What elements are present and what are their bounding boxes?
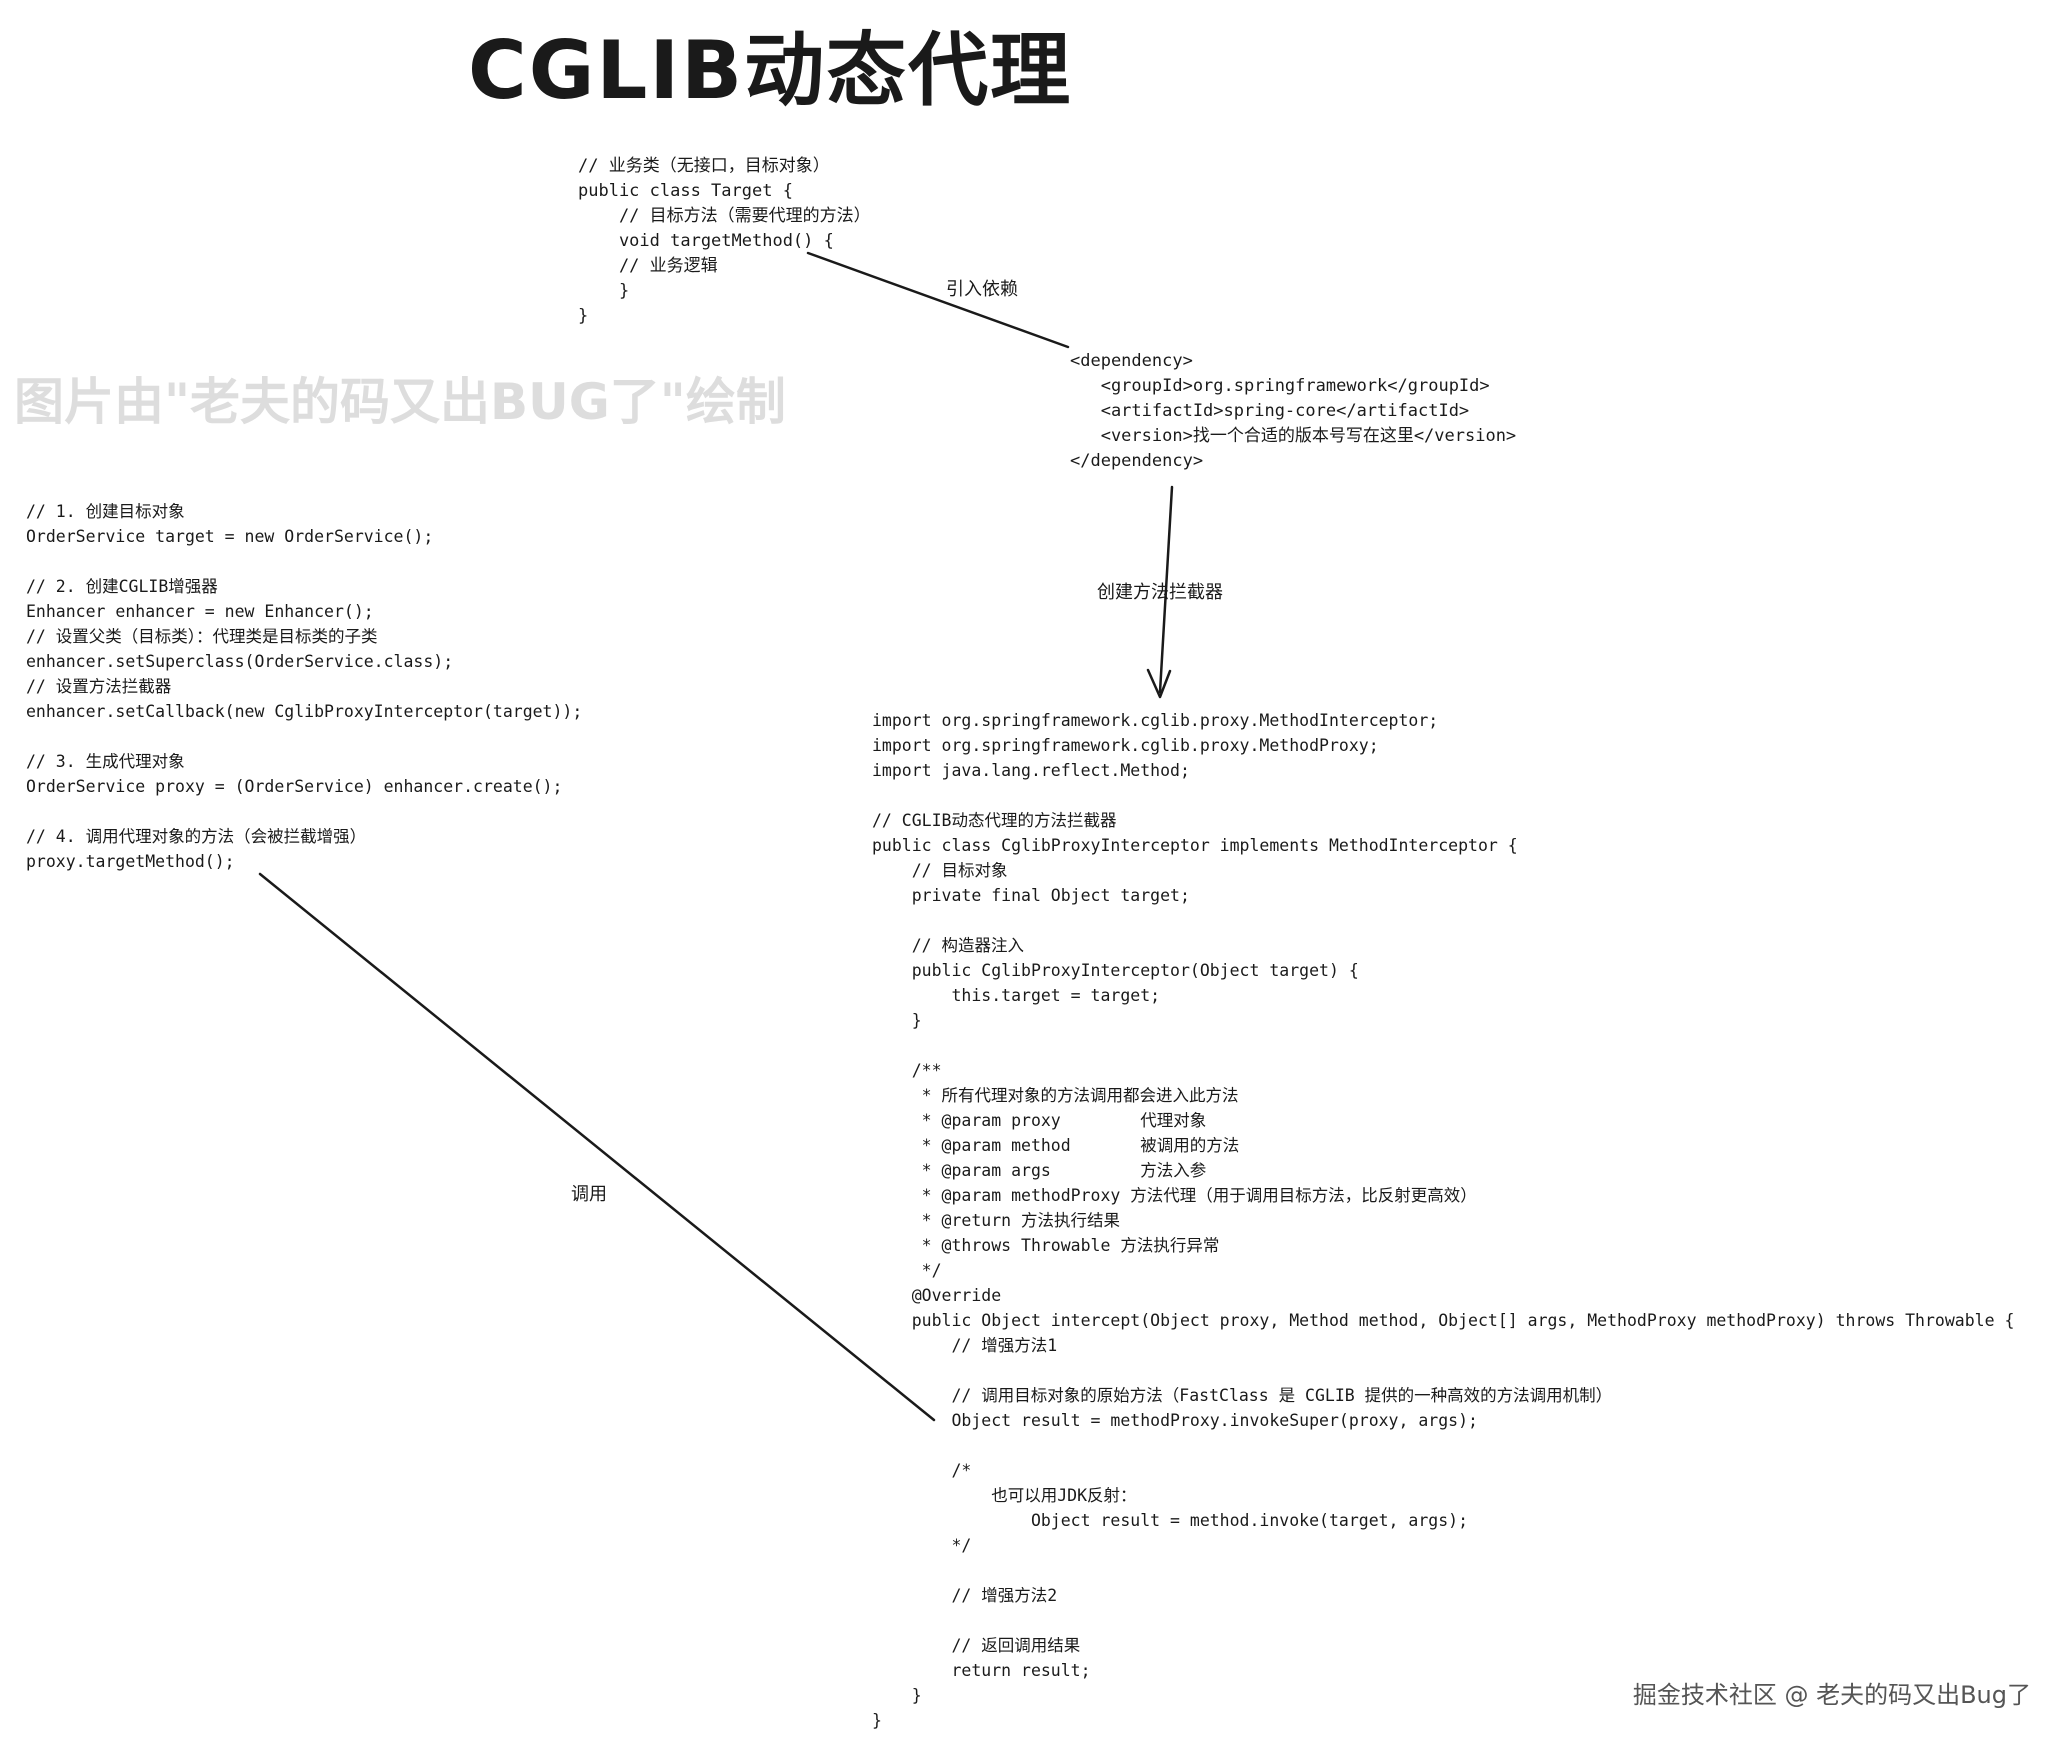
diagram-title: CGLIB动态代理	[468, 24, 1073, 117]
code-line: */	[872, 1261, 942, 1280]
code-line: <dependency>	[1070, 351, 1193, 371]
code-line: * 所有代理对象的方法调用都会进入此方法	[872, 1086, 1239, 1105]
code-line: OrderService proxy = (OrderService) enha…	[26, 777, 563, 796]
code-line: void targetMethod() {	[578, 231, 834, 251]
code-line: public CglibProxyInterceptor(Object targ…	[872, 961, 1359, 980]
code-line: proxy.targetMethod();	[26, 852, 235, 871]
code-line: // 增强方法2	[872, 1586, 1058, 1605]
code-line: <artifactId>spring-core</artifactId>	[1070, 401, 1470, 421]
invoke-connector	[258, 872, 936, 1422]
code-line: }	[872, 1011, 922, 1030]
code-line: return result;	[872, 1661, 1091, 1680]
code-line: Object result = methodProxy.invokeSuper(…	[872, 1411, 1478, 1430]
code-line: * @return 方法执行结果	[872, 1211, 1121, 1230]
code-line: enhancer.setSuperclass(OrderService.clas…	[26, 652, 454, 671]
code-line: <groupId>org.springframework</groupId>	[1070, 376, 1490, 396]
arrowhead-icon	[1146, 668, 1172, 699]
code-line: // 4. 调用代理对象的方法（会被拦截增强）	[26, 827, 367, 846]
code-line: OrderService target = new OrderService()…	[26, 527, 434, 546]
code-line: }	[872, 1711, 882, 1730]
code-line: import org.springframework.cglib.proxy.M…	[872, 736, 1379, 755]
code-line: // 设置方法拦截器	[26, 677, 172, 696]
code-line: public Object intercept(Object proxy, Me…	[872, 1311, 2015, 1330]
code-line: // CGLIB动态代理的方法拦截器	[872, 811, 1117, 830]
code-line: }	[578, 281, 630, 301]
code-line: </dependency>	[1070, 451, 1204, 471]
code-line: Enhancer enhancer = new Enhancer();	[26, 602, 374, 621]
code-line: // 业务逻辑	[578, 256, 718, 276]
target-class-code-block: // 业务类（无接口，目标对象） public class Target { //…	[578, 154, 871, 329]
code-line: private final Object target;	[872, 886, 1190, 905]
code-line: * @param proxy 代理对象	[872, 1111, 1207, 1130]
code-line: */	[872, 1536, 972, 1555]
code-line: import org.springframework.cglib.proxy.M…	[872, 711, 1439, 730]
invoke-label: 调用	[571, 1184, 607, 1205]
code-line: // 增强方法1	[872, 1336, 1058, 1355]
code-line: * @param methodProxy 方法代理（用于调用目标方法，比反射更高…	[872, 1186, 1477, 1205]
dependency-code-block: <dependency> <groupId>org.springframewor…	[1070, 349, 1516, 474]
interceptor-class-code-block: import org.springframework.cglib.proxy.M…	[872, 708, 2014, 1733]
code-line: // 1. 创建目标对象	[26, 502, 185, 521]
code-line: // 设置父类（目标类）：代理类是目标类的子类	[26, 627, 378, 646]
code-line: // 构造器注入	[872, 936, 1025, 955]
code-line: 也可以用JDK反射：	[872, 1486, 1137, 1505]
watermark-text: 图片由"老夫的码又出BUG了"绘制	[14, 373, 786, 431]
code-line: // 返回调用结果	[872, 1636, 1081, 1655]
code-line: // 2. 创建CGLIB增强器	[26, 577, 218, 596]
code-line: this.target = target;	[872, 986, 1161, 1005]
code-line: enhancer.setCallback(new CglibProxyInter…	[26, 702, 583, 721]
code-line: // 目标对象	[872, 861, 1008, 880]
code-line: // 业务类（无接口，目标对象）	[578, 156, 830, 176]
footer-credit: 掘金技术社区 @ 老夫的码又出Bug了	[1632, 1681, 2031, 1709]
code-line: import java.lang.reflect.Method;	[872, 761, 1190, 780]
code-line: }	[578, 306, 589, 326]
code-line: public class CglibProxyInterceptor imple…	[872, 836, 1518, 855]
code-line: public class Target {	[578, 181, 793, 201]
code-line: * @throws Throwable 方法执行异常	[872, 1236, 1220, 1255]
code-line: @Override	[872, 1286, 1002, 1305]
create-interceptor-connector	[1158, 485, 1174, 694]
code-line: // 目标方法（需要代理的方法）	[578, 206, 871, 226]
code-line: <version>找一个合适的版本号写在这里</version>	[1070, 426, 1517, 446]
code-line: * @param method 被调用的方法	[872, 1136, 1240, 1155]
code-line: }	[872, 1686, 922, 1705]
code-line: * @param args 方法入参	[872, 1161, 1207, 1180]
client-code-block: // 1. 创建目标对象 OrderService target = new Or…	[26, 499, 582, 874]
import-dependency-label: 引入依赖	[946, 279, 1018, 300]
create-interceptor-label: 创建方法拦截器	[1097, 582, 1223, 603]
import-dependency-connector	[806, 251, 1070, 349]
code-line: // 3. 生成代理对象	[26, 752, 185, 771]
code-line: /*	[872, 1461, 972, 1480]
code-line: // 调用目标对象的原始方法（FastClass 是 CGLIB 提供的一种高效…	[872, 1386, 1613, 1405]
code-line: Object result = method.invoke(target, ar…	[872, 1511, 1469, 1530]
code-line: /**	[872, 1061, 942, 1080]
